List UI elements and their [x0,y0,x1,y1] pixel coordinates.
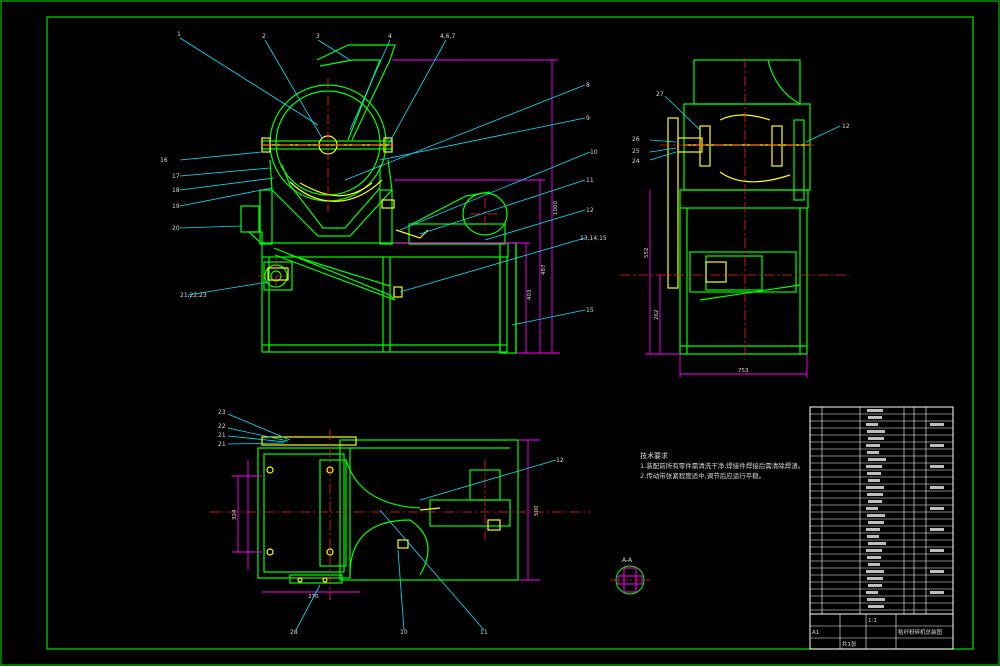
side-callout: 27 [656,91,664,98]
front-callout: 8 [586,82,590,89]
front-callout: 10 [590,149,598,156]
top-callout: 11 [480,629,488,636]
parts-list-cell-mark [867,493,883,496]
front-callout: 11 [586,177,594,184]
top-callout: 22 [218,423,226,430]
top-callout: 23 [218,409,226,416]
side-dim-width: 753 [738,368,749,374]
parts-list-cell-mark [868,416,882,419]
parts-list-cell-mark [867,535,879,538]
parts-list-cell-mark [866,549,882,552]
parts-list-cell-mark [867,514,885,517]
parts-list-cell-mark [866,528,880,531]
parts-list-cell-mark [866,507,878,510]
parts-list-cell-mark [866,486,884,489]
parts-list-cell-mark [868,584,882,587]
front-dim-height: 1000 [553,201,559,215]
tech-notes-title: 技术要求 [640,451,668,460]
parts-list-cell-mark [930,465,944,468]
front-callout: 4,6,7 [440,33,455,40]
front-callout: 16 [160,157,168,164]
parts-list [809,406,954,650]
drawing-frame [46,16,974,650]
top-dim-holes: 324 [232,509,238,520]
parts-list-cell-mark [867,598,885,601]
front-callout: 2 [262,33,266,40]
front-callout: 9 [586,115,590,122]
front-dim-leg: 403 [527,289,533,300]
parts-list-cell-mark [930,486,944,489]
parts-list-cell-mark [867,451,879,454]
parts-list-cell-mark [868,500,882,503]
parts-list-cell-mark [866,465,882,468]
side-callout: 12 [842,123,850,130]
top-dim-width: 270 [308,594,319,600]
tech-notes: 技术要求 1.装配前所有零件需清洗干净,焊接件焊接后需清除焊渣。 2.传动带张紧… [640,451,804,480]
top-view: 23 22 21 21 28 10 11 12 324 500 270 [210,409,590,636]
top-callout: 12 [556,457,564,464]
front-callout: 19 [172,203,180,210]
front-callout: 17 [172,173,180,180]
parts-list-cell-mark [930,423,944,426]
top-callout: 28 [290,629,298,636]
parts-list-cell-mark [868,521,884,524]
parts-list-cell-mark [868,437,884,440]
front-callout: 4 [388,33,392,40]
scale-value: 1:1 [868,618,877,624]
front-callout: 21,22,23 [180,292,207,299]
parts-list-cell-mark [930,528,944,531]
parts-list-cell-mark [866,423,878,426]
parts-list-cell-mark [866,444,880,447]
parts-list-cell-mark [930,570,944,573]
front-view: 1 2 3 4 4,6,7 8 9 10 11 12 13,14,15 15 1… [160,31,607,354]
tech-note-line: 2.传动带张紧程度适中,调节后应运行平稳。 [640,471,765,480]
parts-list-cell-mark [930,507,944,510]
front-callout: 3 [316,33,320,40]
sheet-count: 共1张 [842,640,857,648]
front-dim-table: 487 [541,264,547,275]
side-callout: 26 [632,136,640,143]
side-callout: 25 [632,148,640,155]
parts-list-cell-mark [866,591,878,594]
parts-list-cell-mark [930,549,944,552]
side-dim-height: 552 [644,248,650,259]
section-detail: A-A [610,557,650,595]
front-callout: 18 [172,187,180,194]
top-callout: 10 [400,629,408,636]
side-view: 27 26 25 24 12 552 262 753 [620,58,850,378]
front-callout: 1 [177,31,181,38]
side-callout: 24 [632,158,640,165]
parts-list-cell-mark [868,563,880,566]
section-label: A-A [622,557,633,564]
front-callout: 12 [586,207,594,214]
parts-list-cell-mark [867,577,883,580]
tech-note-line: 1.装配前所有零件需清洗干净,焊接件焊接后需清除焊渣。 [640,461,804,470]
parts-list-cell-mark [866,570,884,573]
front-callout: 15 [586,307,594,314]
paper-size: A1 [812,630,819,636]
table-top [261,242,509,258]
parts-list-cell-mark [930,444,944,447]
parts-list-cell-mark [867,430,885,433]
front-callout: 20 [172,225,180,232]
drawing-name: 秸秆粉碎机总装图 [898,628,943,636]
parts-list-cell-mark [868,542,886,545]
parts-list-cell-mark [868,458,886,461]
parts-list-cell-mark [867,409,883,412]
parts-list-cell-mark [930,591,944,594]
front-callout: 13,14,15 [580,235,607,242]
parts-list-cell-mark [867,556,881,559]
top-dim-depth: 500 [534,505,540,516]
parts-list-cell-mark [868,479,880,482]
parts-list-cell-mark [867,472,881,475]
parts-list-cell-mark [868,605,884,608]
title-block: 1:1 秸秆粉碎机总装图 共1张 A1 [809,613,954,650]
top-callout: 21 [218,441,226,448]
top-callout: 21 [218,432,226,439]
side-dim-low: 262 [654,310,660,321]
